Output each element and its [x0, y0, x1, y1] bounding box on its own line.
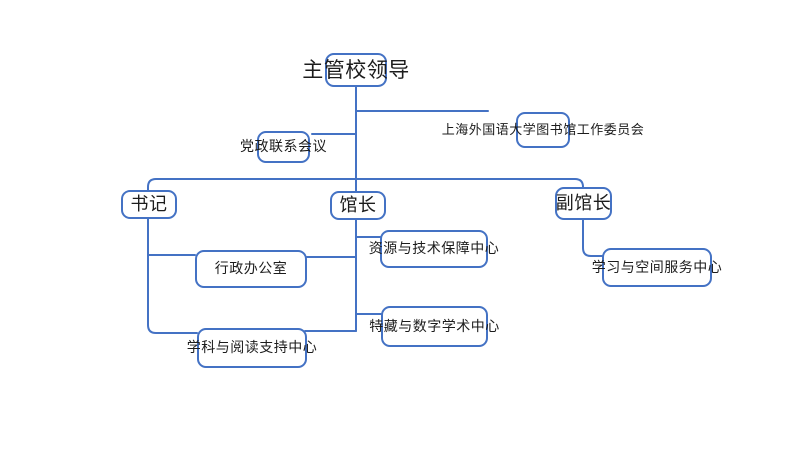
edge-rank-line: [147, 178, 584, 191]
node-admin-office-label: 行政办公室: [214, 261, 288, 277]
node-deputy-director: 副馆长: [555, 187, 612, 220]
node-deputy-director-label: 副馆长: [555, 192, 612, 214]
node-committee: 上海外国语大学图书馆工作委员会: [442, 112, 644, 148]
node-party-meeting: 党政联系会议: [240, 131, 327, 163]
node-root: 主管校领导: [302, 53, 409, 87]
node-learning-space-center-label: 学习与空间服务中心: [591, 259, 723, 276]
node-special-collections-center: 特藏与数字学术中心: [369, 306, 499, 347]
node-root-label: 主管校领导: [302, 57, 410, 82]
node-learning-space-center: 学习与空间服务中心: [592, 248, 722, 287]
node-resources-center-label: 资源与技术保障中心: [368, 241, 500, 257]
node-subject-reading-center: 学科与阅读支持中心: [187, 328, 317, 368]
node-resources-center: 资源与技术保障中心: [369, 230, 499, 268]
node-secretary: 书记: [121, 190, 177, 219]
node-director-label: 馆长: [339, 194, 377, 216]
edge-secretary-vertical: [147, 218, 198, 334]
edge-deputy-learning: [582, 219, 603, 257]
node-director: 馆长: [330, 191, 386, 220]
node-party-meeting-label: 党政联系会议: [240, 139, 327, 155]
node-committee-label: 上海外国语大学图书馆工作委员会: [441, 122, 645, 138]
node-admin-office: 行政办公室: [195, 250, 307, 288]
node-secretary-label: 书记: [130, 193, 168, 215]
node-subject-reading-center-label: 学科与阅读支持中心: [186, 340, 318, 356]
node-special-collections-center-label: 特藏与数字学术中心: [369, 318, 500, 335]
